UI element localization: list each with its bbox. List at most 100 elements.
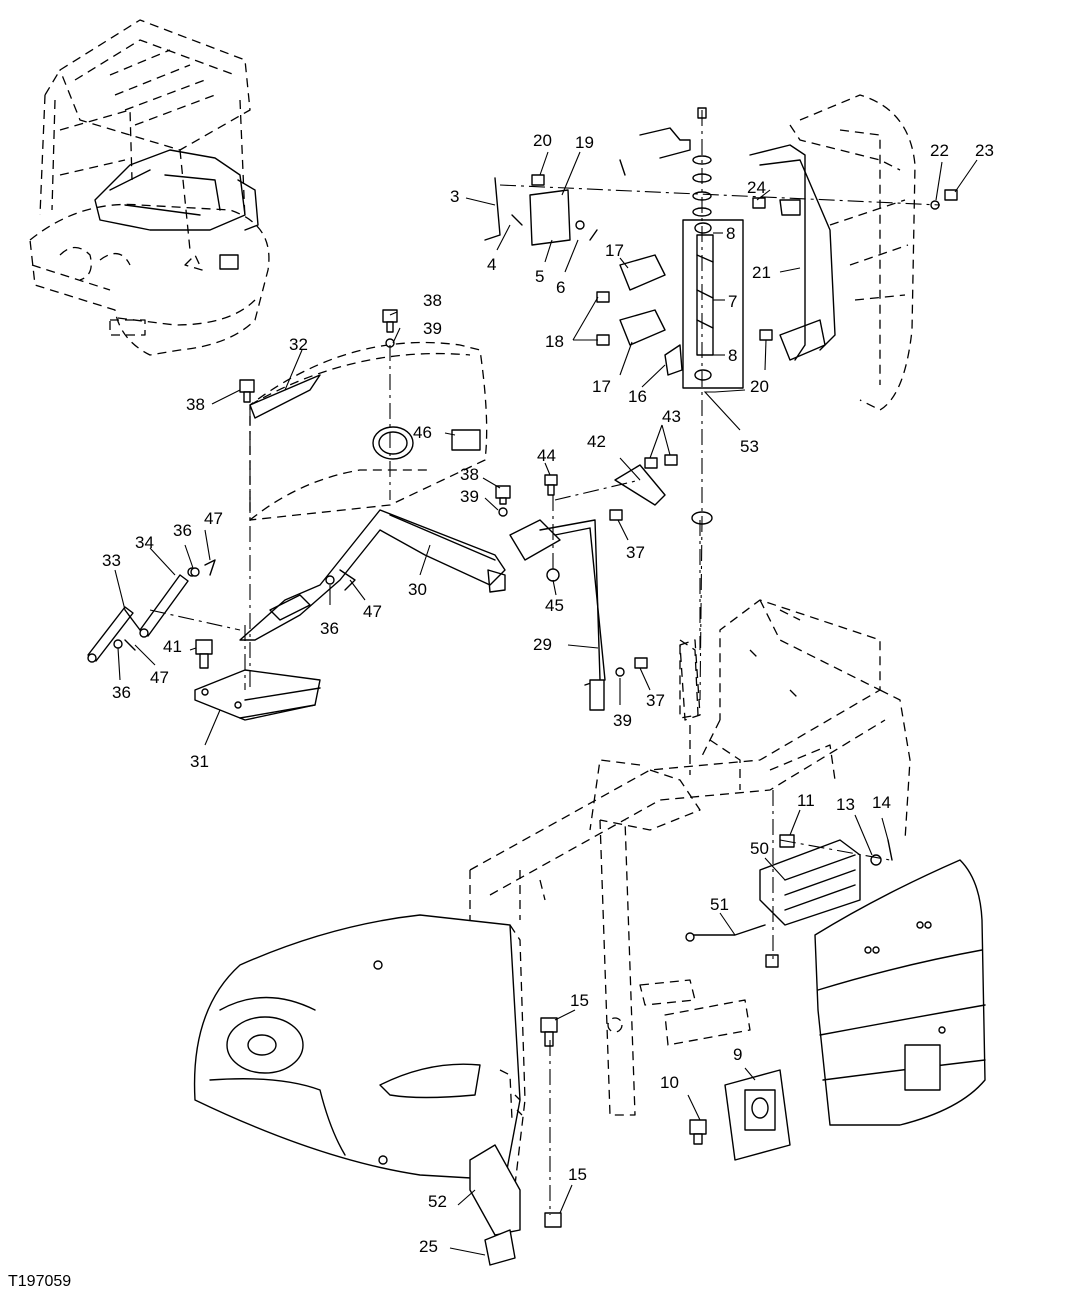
callout: 37 xyxy=(646,691,665,710)
callout: 20 xyxy=(750,377,769,396)
bolt-43-b xyxy=(664,454,678,466)
bolt-24 xyxy=(752,197,766,209)
callout: 38 xyxy=(423,291,442,310)
callout: 38 xyxy=(186,395,205,414)
bolt-18-a xyxy=(596,291,610,303)
callout: 17 xyxy=(605,241,624,260)
callout: 39 xyxy=(460,487,479,506)
callout: 53 xyxy=(740,437,759,456)
callout: 15 xyxy=(570,991,589,1010)
figure-id: T197059 xyxy=(8,1273,71,1290)
callout: 17 xyxy=(592,377,611,396)
washer-36-a xyxy=(190,567,200,577)
callout: 50 xyxy=(750,839,769,858)
callout: 30 xyxy=(408,580,427,599)
callout: 34 xyxy=(135,533,154,552)
latch-9 xyxy=(724,1069,791,1161)
callout: 25 xyxy=(419,1237,438,1256)
rear-cover xyxy=(814,859,986,1126)
locator-view xyxy=(29,19,270,356)
bolt-38-b xyxy=(239,379,255,403)
bolt-43-a xyxy=(644,457,658,469)
callout: 52 xyxy=(428,1192,447,1211)
callout: 51 xyxy=(710,895,729,914)
callout: 9 xyxy=(733,1045,742,1064)
callout: 33 xyxy=(102,551,121,570)
callout: 36 xyxy=(320,619,339,638)
bolt-23 xyxy=(944,189,958,201)
callout: 43 xyxy=(662,407,681,426)
front-fender xyxy=(193,914,526,1186)
callout: 8 xyxy=(728,346,737,365)
callout: 42 xyxy=(587,432,606,451)
callout: 41 xyxy=(163,637,182,656)
washer-36-c xyxy=(113,639,123,649)
right-fender xyxy=(749,94,916,411)
callout: 36 xyxy=(173,521,192,540)
callout-labels: 3 4 5 6 7 8 8 9 10 11 13 14 15 15 16 17 … xyxy=(102,131,994,1256)
bracket-52 xyxy=(469,1144,521,1266)
callout: 45 xyxy=(545,596,564,615)
callout: 29 xyxy=(533,635,552,654)
callout: 47 xyxy=(204,509,223,528)
callout: 39 xyxy=(423,319,442,338)
gas-struts xyxy=(87,567,197,663)
hinge-assembly xyxy=(484,107,744,389)
bolt-18-b xyxy=(596,334,610,346)
bolt-38-c xyxy=(495,485,511,505)
callout: 21 xyxy=(752,263,771,282)
washer-39-b xyxy=(498,507,508,517)
bolt-15-a xyxy=(540,1017,558,1047)
callout: 11 xyxy=(797,791,815,810)
bolt-44 xyxy=(544,474,558,496)
bolt-41 xyxy=(195,639,213,669)
callout: 3 xyxy=(450,187,459,206)
leader-lines xyxy=(114,151,978,1256)
pin-14 xyxy=(887,839,893,861)
callout: 22 xyxy=(930,141,949,160)
callout: 24 xyxy=(747,178,766,197)
callout: 13 xyxy=(836,795,855,814)
callout: 16 xyxy=(628,387,647,406)
bracket-and-arm xyxy=(509,464,701,721)
bolt-10 xyxy=(689,1119,707,1145)
callout: 37 xyxy=(626,543,645,562)
callout: 44 xyxy=(537,446,556,465)
bolt-38-a xyxy=(382,309,398,333)
bolt-37-b xyxy=(634,657,648,669)
bolt-15-b xyxy=(544,1212,562,1228)
callout: 18 xyxy=(545,332,564,351)
pin-47-b xyxy=(339,569,356,591)
washer-36-b xyxy=(325,575,335,585)
callout: 14 xyxy=(872,793,891,812)
nut-lower xyxy=(765,954,779,968)
callout: 23 xyxy=(975,141,994,160)
nut-45 xyxy=(546,568,560,582)
callout: 7 xyxy=(728,292,737,311)
bolt-37-a xyxy=(609,509,623,521)
callout: 6 xyxy=(556,278,565,297)
callout: 4 xyxy=(487,255,496,274)
fender-assembly xyxy=(239,341,506,641)
plate-31 xyxy=(194,669,321,721)
pin-47-a xyxy=(204,559,216,576)
callout: 8 xyxy=(726,224,735,243)
callout: 38 xyxy=(460,465,479,484)
callout: 10 xyxy=(660,1073,679,1092)
callout: 19 xyxy=(575,133,594,152)
callout: 46 xyxy=(413,423,432,442)
cab-frame xyxy=(469,599,911,1116)
callout: 15 xyxy=(568,1165,587,1184)
fasteners xyxy=(113,174,958,1228)
callout: 39 xyxy=(613,711,632,730)
bolt-20-top xyxy=(531,174,545,186)
center-lines xyxy=(149,110,941,1215)
hinge-50 xyxy=(685,839,861,942)
callout: 36 xyxy=(112,683,131,702)
callout: 20 xyxy=(533,131,552,150)
washer-39-c xyxy=(615,667,625,677)
callout: 47 xyxy=(363,602,382,621)
callout: 32 xyxy=(289,335,308,354)
callout: 47 xyxy=(150,668,169,687)
